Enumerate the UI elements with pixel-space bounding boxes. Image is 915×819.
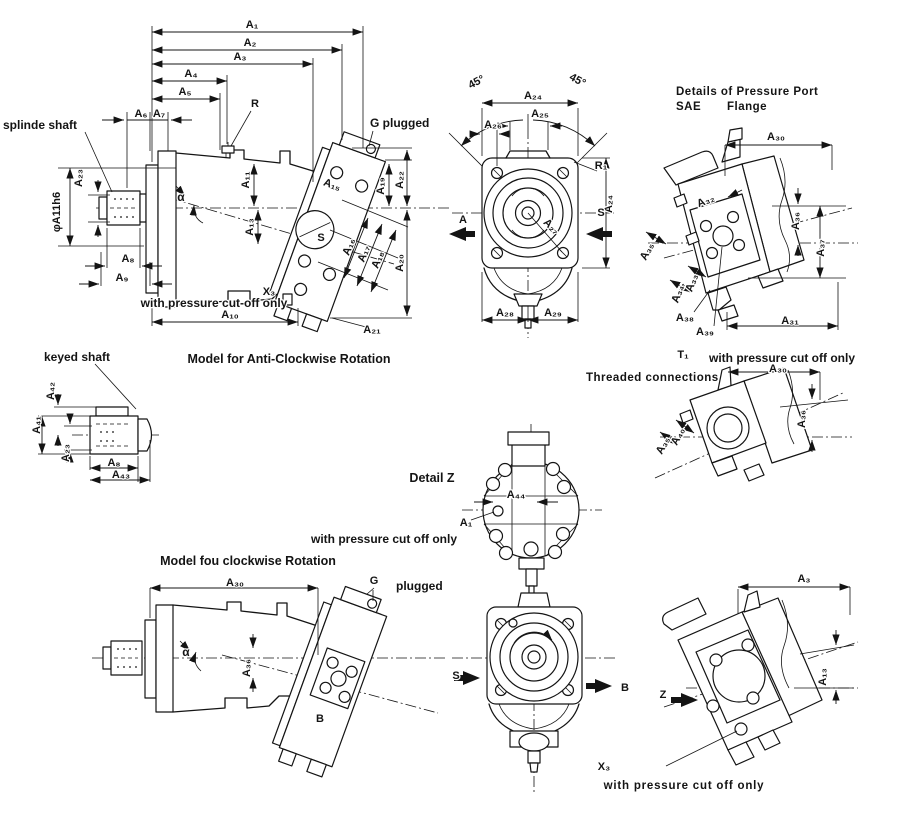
label-x3-bottom: X₃: [598, 761, 610, 773]
arrow-s-top: [586, 227, 612, 241]
dim-a30-sae: A₃₀: [767, 131, 785, 143]
dim-a34: A₃₄: [669, 283, 687, 304]
dim-r1: R₁: [595, 160, 608, 172]
dim-a23-keyed: A₂₃: [60, 444, 72, 462]
heading-flange: Flange: [727, 101, 767, 113]
dim-45-right: 45°: [567, 71, 587, 89]
note-cutoff-z: with pressure cut off only: [310, 532, 457, 546]
dim-a41: A₄₁: [31, 416, 43, 434]
dim-a11: A₁₁: [240, 171, 252, 188]
dim-a24-v: A₂₄: [603, 195, 615, 213]
dim-a4: A₄: [184, 68, 197, 80]
dim-a39: A₃₉: [696, 326, 714, 338]
view-front-bottom: [452, 586, 615, 792]
note-cutoff-bottom: with pressure cut off only: [603, 780, 765, 792]
heading-threaded: Threaded connections: [586, 372, 719, 384]
dim-a3-z: A₃: [797, 573, 810, 585]
dim-a5: A₅: [179, 86, 192, 98]
dim-a2: A₂: [244, 37, 257, 49]
dim-a17: A₁₇: [355, 244, 372, 264]
view-z: [662, 583, 859, 767]
dim-a31: A₃₁: [781, 315, 799, 327]
dim-a35-sae: A₃₅: [638, 241, 657, 263]
dim-a13-z: A₁₃: [817, 668, 829, 686]
label-b-arrow: B: [621, 682, 629, 694]
dim-a20: A₂₀: [394, 254, 406, 272]
view-keyed-shaft: [38, 394, 162, 484]
view-side-anticlockwise: [58, 26, 452, 410]
dim-a33: A₃₃: [683, 272, 700, 293]
valve-block-acw: [269, 131, 386, 333]
arrow-b: [586, 679, 612, 693]
dim-a6: A₆: [135, 108, 148, 120]
dim-a44: A₄₄: [507, 489, 525, 501]
view-front-top: [448, 99, 614, 338]
dim-a42: A₄₂: [45, 382, 57, 400]
caption-cw: Model fou clockwise Rotation: [160, 554, 336, 568]
label-x3: X₃: [263, 286, 275, 298]
dim-a36-t1: A₃₆: [796, 410, 808, 428]
view-threaded-t1: [654, 366, 852, 482]
label-s-arrow-bottom: S: [452, 670, 459, 682]
dim-a37: A₃₇: [815, 239, 827, 256]
label-keyed-shaft: keyed shaft: [44, 350, 110, 364]
heading-pressure-port: Details of Pressure Port: [676, 86, 818, 98]
dim-a7: A₇: [153, 108, 165, 120]
heading-sae: SAE: [676, 101, 701, 113]
dim-a8: A₈: [121, 253, 134, 265]
dim-a22: A₂₂: [394, 171, 406, 189]
caption-acw: Model for Anti-Clockwise Rotation: [187, 352, 390, 366]
label-a1-port: A₁: [460, 517, 473, 529]
label-plugged2: plugged: [396, 579, 443, 593]
dim-a29: A₂₉: [544, 307, 562, 319]
view-sae-flange: [645, 127, 858, 330]
dim-a26: A₂₆: [484, 119, 502, 131]
dim-a25: A₂₅: [531, 108, 549, 120]
view-detail-z: [359, 424, 602, 604]
dim-a28: A₂₈: [496, 307, 514, 319]
dim-a10: A₁₀: [221, 309, 238, 321]
dim-a24-h: A₂₄: [524, 90, 542, 102]
dim-a13: A₁₃: [244, 218, 256, 236]
label-alpha: α: [177, 190, 185, 204]
dim-45-left: 45°: [466, 73, 486, 91]
label-z-arrow: Z: [660, 689, 667, 701]
caption-detail-z: Detail Z: [409, 471, 455, 485]
label-s-arrow-top: S: [597, 207, 604, 219]
label-r: R: [251, 98, 259, 110]
valve-block-cw: [271, 585, 388, 778]
dim-a36-cw: A₃₆: [241, 659, 253, 677]
dim-a21: A₂₁: [363, 324, 381, 336]
dim-a3: A₃: [233, 51, 246, 63]
dim-a1: A₁: [246, 19, 259, 31]
arrow-s-bottom: [454, 671, 480, 685]
dim-phi-a11h6: φA11h6: [51, 192, 63, 232]
spline-texture: [114, 198, 134, 218]
arrow-z: [671, 693, 698, 707]
dim-a30-t1: A₃₀: [769, 363, 787, 375]
label-splinde-shaft: splinde shaft: [3, 118, 77, 132]
view-side-clockwise: [92, 584, 448, 778]
note-cutoff-t1: with pressure cut off only: [708, 351, 855, 365]
dim-a19: A₁₉: [375, 177, 387, 194]
label-g2: G: [370, 575, 379, 587]
dim-a9: A₉: [116, 272, 129, 284]
label-alpha-cw: α: [182, 645, 190, 659]
dim-a30-cw: A₃₀: [226, 577, 244, 589]
dim-a43: A₄₃: [112, 469, 130, 481]
dim-a38: A₃₈: [676, 312, 694, 324]
label-s-port: S: [317, 232, 324, 244]
label-g-plugged: G plugged: [370, 116, 429, 130]
dim-a23: A₂₃: [73, 169, 85, 187]
label-a-arrow: A: [459, 214, 467, 226]
dim-a40: A₄₀: [669, 426, 688, 448]
dim-a36-sae: A₃₆: [790, 212, 802, 230]
label-t1: T₁: [677, 349, 689, 361]
dim-a8-keyed: A₈: [107, 457, 120, 469]
note-cutoff-acw: with pressure cut-off only: [140, 296, 288, 310]
label-b-port: B: [316, 713, 324, 725]
arrow-a: [449, 227, 475, 241]
